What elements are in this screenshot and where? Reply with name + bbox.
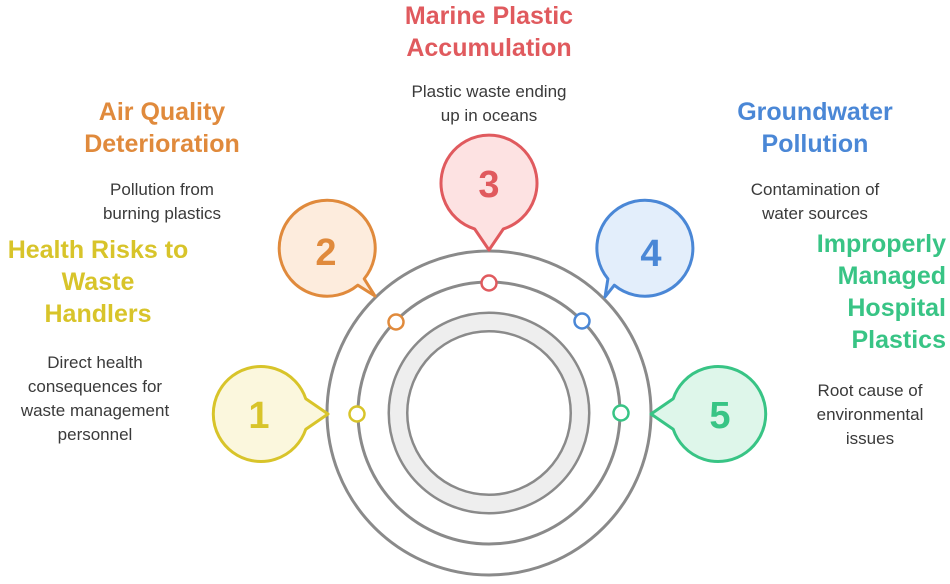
- step-description-2: Pollution from burning plastics: [102, 180, 222, 223]
- step-bubble-5: 5: [649, 365, 768, 463]
- inner-band-fill: [390, 314, 588, 512]
- ring-dot-3: [480, 274, 498, 292]
- step-bubble-4: 4: [595, 198, 695, 299]
- step-title-5: Improperly Managed Hospital Plastics: [816, 230, 946, 354]
- ring-dot-1: [348, 405, 366, 423]
- step-bubble-1: 1: [211, 365, 330, 463]
- step-bubble-3: 3: [439, 133, 539, 252]
- step-description-1: Direct health consequences for waste man…: [20, 353, 170, 444]
- step-title-2: Air Quality Deterioration: [84, 98, 240, 158]
- step-number-5: 5: [709, 395, 730, 437]
- step-description-5: Root cause of environmental issues: [816, 381, 924, 448]
- step-number-2: 2: [315, 232, 336, 274]
- step-number-1: 1: [248, 395, 269, 437]
- center-disc: [409, 333, 569, 493]
- step-bubble-2: 2: [277, 198, 377, 298]
- ring-dot-4: [573, 312, 591, 330]
- step-description-4: Contamination of water sources: [750, 180, 880, 223]
- step-title-1: Health Risks to Waste Handlers: [7, 236, 189, 328]
- ring-dot-5: [612, 404, 630, 422]
- step-description-3: Plastic waste ending up in oceans: [411, 82, 567, 125]
- step-number-4: 4: [640, 233, 661, 275]
- step-title-3: Marine Plastic Accumulation: [404, 2, 574, 62]
- ring-dot-2: [387, 313, 405, 331]
- step-number-3: 3: [478, 164, 499, 206]
- step-title-4: Groundwater Pollution: [737, 98, 893, 158]
